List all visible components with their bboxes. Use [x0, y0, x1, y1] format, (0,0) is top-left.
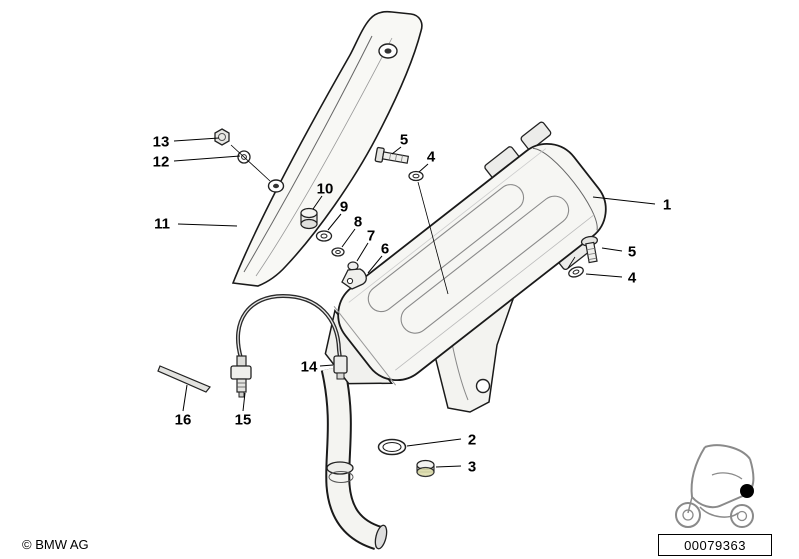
- part-location-dot: [740, 484, 754, 498]
- callout-3: 3: [467, 458, 477, 476]
- exhaust-pipe-part: [320, 365, 388, 550]
- part-number: 00079363: [684, 537, 746, 553]
- oxygen-sensor-part: [230, 355, 252, 398]
- callout-2: 2: [467, 431, 477, 449]
- bolt-part-5-right: [580, 235, 599, 264]
- sensor-connector-part: [333, 355, 348, 380]
- washer-part-8: [331, 247, 345, 257]
- bolt-part-13: [214, 128, 230, 146]
- washer-part-4-right: [568, 266, 584, 278]
- leader-lines: [173, 137, 656, 468]
- callout-4-right: 4: [627, 269, 637, 287]
- scooter-icon: [675, 444, 755, 528]
- callout-6: 6: [380, 240, 390, 258]
- tie-rod-part: [157, 365, 211, 393]
- callout-7: 7: [366, 227, 376, 245]
- callout-14: 14: [300, 358, 318, 376]
- rubber-grommet-part-10: [300, 207, 318, 230]
- callout-11: 11: [154, 215, 170, 233]
- bracket-clamp-part-6: [341, 268, 367, 290]
- washer-part-9: [315, 230, 333, 242]
- callout-10: 10: [316, 180, 334, 198]
- callout-5-top: 5: [399, 131, 409, 149]
- bushing-part-3: [416, 459, 435, 478]
- callout-8: 8: [353, 213, 363, 231]
- callout-9: 9: [339, 198, 349, 216]
- callout-4-top: 4: [426, 148, 436, 166]
- heat-shield-part: [231, 10, 423, 287]
- bolt-part-5-top: [374, 146, 410, 164]
- washer-part-4-top: [408, 170, 424, 182]
- callout-15: 15: [234, 411, 252, 429]
- gasket-ring-part-2: [377, 438, 407, 456]
- callout-1: 1: [662, 196, 672, 214]
- callout-12: 12: [152, 153, 170, 171]
- callout-16: 16: [174, 411, 192, 429]
- callout-5-right: 5: [627, 243, 637, 261]
- muffler-part: [324, 121, 607, 386]
- copyright-notice: © BMW AG: [22, 537, 89, 552]
- vehicle-thumbnail: [675, 444, 755, 528]
- part-number-box: 00079363: [658, 534, 772, 556]
- oxygen-sensor-cable: [235, 293, 342, 359]
- callout-13: 13: [152, 133, 170, 151]
